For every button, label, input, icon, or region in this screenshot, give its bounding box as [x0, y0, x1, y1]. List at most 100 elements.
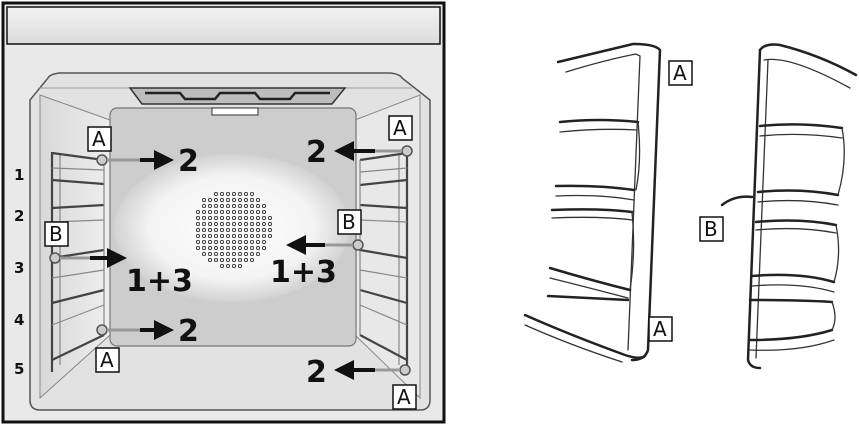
fan-hole [237, 233, 243, 239]
level-numbers: 1 2 3 4 5 [14, 166, 24, 378]
arrows [90, 141, 375, 380]
fan-hole [237, 263, 243, 269]
fan-hole [225, 263, 231, 269]
fan-hole [255, 221, 261, 227]
fan-hole [237, 245, 243, 251]
fan-hole [255, 209, 261, 215]
fan-hole [213, 227, 219, 233]
fan-hole [201, 215, 207, 221]
fan-hole [249, 227, 255, 233]
fan-hole [225, 251, 231, 257]
label-a-right-bottom: A [392, 384, 417, 410]
svg-text:A: A [92, 127, 106, 151]
fan-hole [237, 209, 243, 215]
fan-hole [237, 257, 243, 263]
svg-text:B: B [704, 217, 718, 241]
fan-hole [195, 221, 201, 227]
fan-hole [195, 245, 201, 251]
level-4: 2 [14, 207, 24, 225]
fan-hole [231, 209, 237, 215]
fan-hole [225, 227, 231, 233]
fan-hole [243, 233, 249, 239]
fan-cover [195, 191, 273, 269]
fan-hole [213, 257, 219, 263]
fan-hole [213, 239, 219, 245]
level-2: 4 [14, 311, 24, 329]
fan-hole [237, 197, 243, 203]
right-shelf-rack [359, 151, 409, 372]
fan-hole [219, 239, 225, 245]
fan-hole [243, 257, 249, 263]
fan-hole [225, 257, 231, 263]
fan-hole [225, 209, 231, 215]
callout-1plus3-right: 1+3 [270, 255, 337, 290]
fan-hole [237, 191, 243, 197]
fan-hole [219, 245, 225, 251]
fan-hole [237, 215, 243, 221]
fan-hole [219, 215, 225, 221]
fan-hole [255, 215, 261, 221]
fan-hole [207, 209, 213, 215]
fan-hole [207, 215, 213, 221]
fan-hole [255, 227, 261, 233]
label-b-left: B [44, 221, 69, 247]
fan-hole [231, 197, 237, 203]
svg-text:A: A [653, 317, 667, 341]
callout-1plus3-left: 1+3 [126, 264, 193, 299]
fan-hole [249, 197, 255, 203]
fan-hole [249, 251, 255, 257]
label-a-left-top: A [87, 126, 112, 152]
fan-hole [237, 239, 243, 245]
fan-hole [207, 203, 213, 209]
fan-hole [243, 209, 249, 215]
fan-hole [195, 239, 201, 245]
fan-hole [213, 203, 219, 209]
fan-hole [195, 215, 201, 221]
fan-hole [255, 233, 261, 239]
fan-hole [231, 245, 237, 251]
label-b-rail: B [699, 216, 724, 242]
fan-hole [201, 251, 207, 257]
fan-hole [261, 209, 267, 215]
fan-hole [231, 215, 237, 221]
label-a-rail-bottom: A [648, 316, 673, 342]
svg-text:A: A [100, 348, 114, 372]
fan-hole [213, 191, 219, 197]
fan-hole [207, 233, 213, 239]
svg-text:B: B [49, 222, 63, 246]
fan-hole [249, 221, 255, 227]
fan-hole [243, 251, 249, 257]
fan-hole [231, 257, 237, 263]
point-a-left-bottom [96, 324, 108, 336]
fan-hole [207, 251, 213, 257]
fan-hole [213, 221, 219, 227]
fan-hole [261, 203, 267, 209]
fan-hole [213, 209, 219, 215]
grill-element [128, 87, 347, 116]
fan-hole [201, 239, 207, 245]
fan-hole [225, 221, 231, 227]
label-a-left-bottom: A [95, 347, 120, 373]
fan-hole [207, 257, 213, 263]
fan-hole [249, 191, 255, 197]
svg-text:A: A [673, 61, 687, 85]
fan-hole [243, 227, 249, 233]
fan-hole [231, 191, 237, 197]
fan-hole [213, 215, 219, 221]
fan-hole [201, 233, 207, 239]
fan-hole [225, 245, 231, 251]
fan-hole [207, 239, 213, 245]
fan-hole [213, 251, 219, 257]
callout-2-right-bottom: 2 [306, 355, 327, 390]
fan-hole [219, 251, 225, 257]
connector-lines [60, 149, 402, 372]
svg-text:B: B [342, 210, 356, 234]
fan-hole [219, 263, 225, 269]
fan-hole [231, 239, 237, 245]
fan-hole [201, 227, 207, 233]
fan-hole [255, 245, 261, 251]
fan-hole [237, 251, 243, 257]
fan-hole [201, 221, 207, 227]
